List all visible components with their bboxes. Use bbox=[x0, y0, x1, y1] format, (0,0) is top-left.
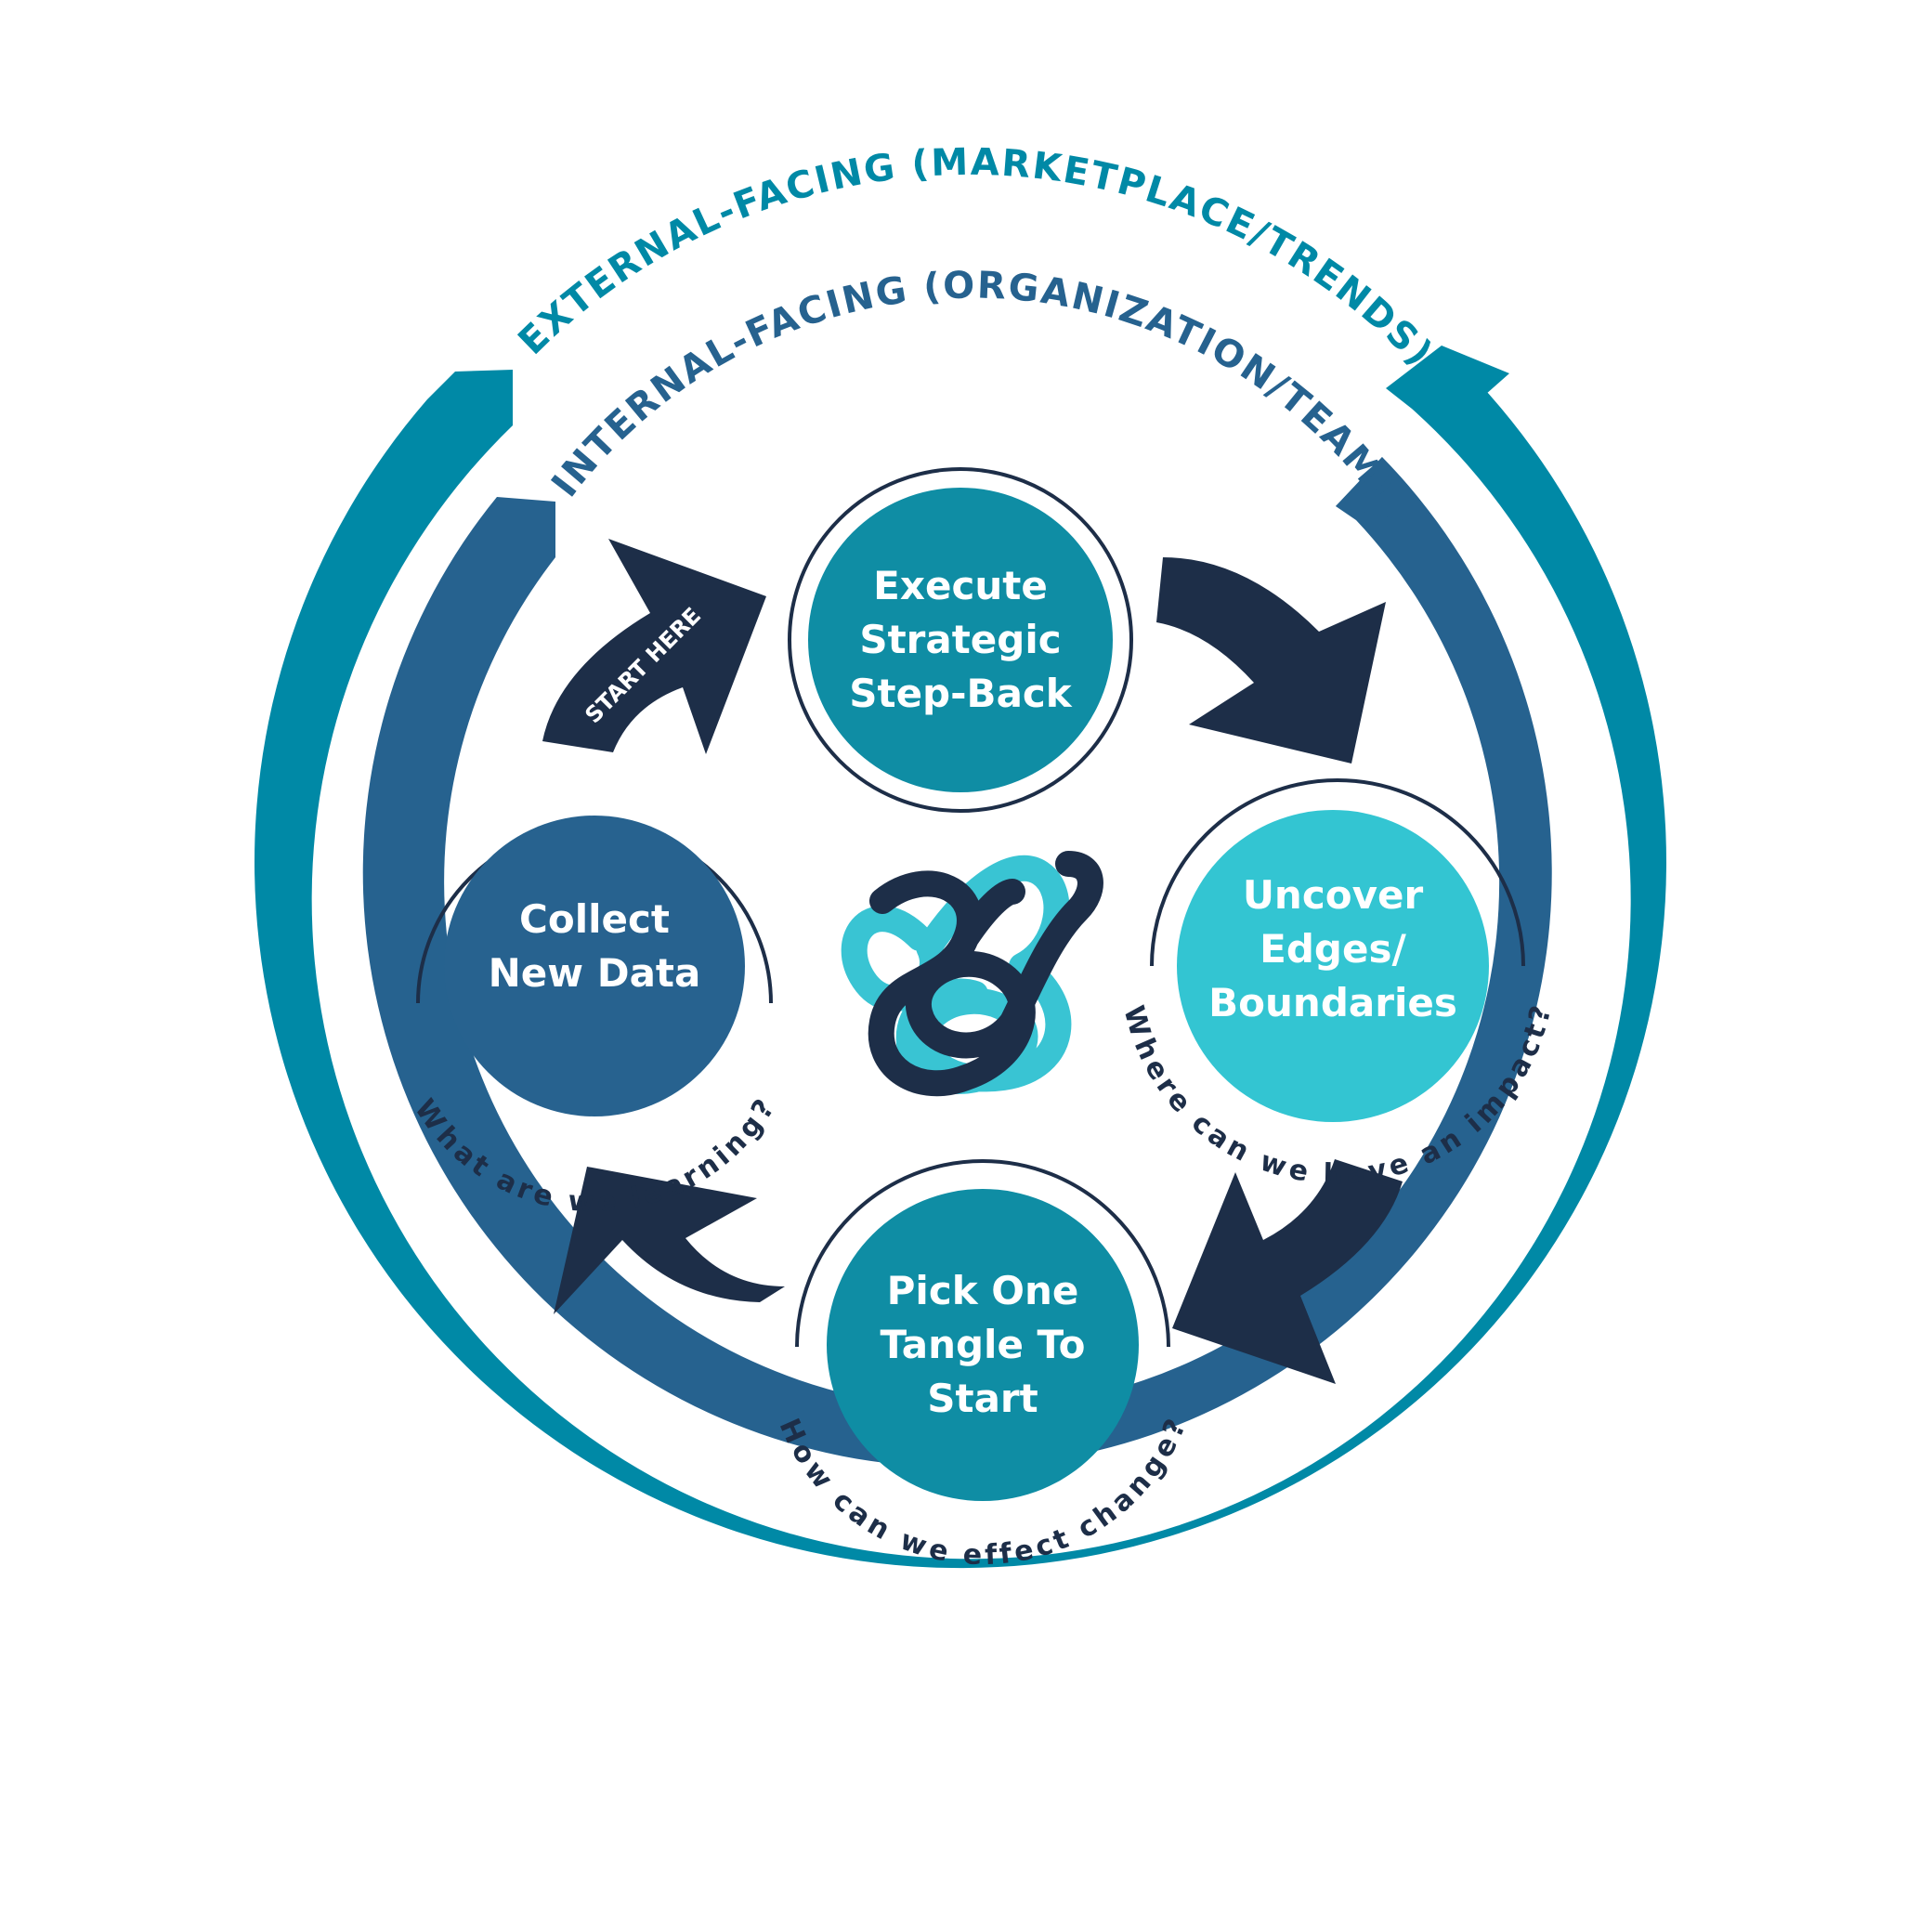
node-execute-circle bbox=[808, 488, 1113, 792]
internal-ring-label: INTERNAL-FACING (ORGANIZATION/TEAM) bbox=[543, 264, 1403, 508]
node-execute-line-3: Step-Back bbox=[849, 671, 1073, 716]
node-collect-circle bbox=[444, 816, 745, 1116]
node-pick-line-3: Start bbox=[927, 1376, 1038, 1421]
node-pick-arc bbox=[795, 1159, 1170, 1348]
external-ring-arrowhead bbox=[1442, 346, 1509, 423]
node-pick-line-1: Pick One bbox=[887, 1268, 1079, 1313]
node-collect-line-2: New Data bbox=[489, 950, 701, 996]
node-execute-line-2: Strategic bbox=[859, 617, 1061, 662]
tangle-dark-strand bbox=[868, 851, 1103, 1097]
node-pick[interactable]: Pick One Tangle To Start How can we effe… bbox=[773, 1159, 1194, 1572]
node-execute-line-1: Execute bbox=[873, 563, 1048, 608]
arrow-execute-to-uncover bbox=[1156, 557, 1386, 764]
node-uncover-line-1: Uncover bbox=[1243, 872, 1424, 918]
internal-ring-band bbox=[362, 457, 1552, 1468]
arrow-uncover-to-pick bbox=[1172, 1159, 1403, 1384]
node-uncover-line-2: Edges/ bbox=[1260, 926, 1406, 972]
node-collect[interactable]: Collect New Data What are we learning? bbox=[408, 816, 782, 1219]
node-uncover-arc bbox=[1150, 778, 1525, 967]
arrow-pick-to-collect bbox=[554, 1167, 785, 1314]
node-execute[interactable]: Execute Strategic Step-Back bbox=[788, 467, 1133, 813]
node-uncover-circle bbox=[1177, 810, 1489, 1122]
node-collect-line-1: Collect bbox=[519, 896, 670, 942]
node-execute-outline bbox=[788, 467, 1133, 813]
node-pick-line-2: Tangle To bbox=[881, 1322, 1086, 1367]
node-pick-circle bbox=[827, 1189, 1139, 1501]
external-ring-band bbox=[254, 346, 1666, 1569]
node-uncover-line-3: Boundaries bbox=[1208, 980, 1457, 1025]
tangle-icon bbox=[841, 851, 1103, 1097]
arrow-start bbox=[542, 539, 766, 754]
internal-ring-arrowhead bbox=[1336, 457, 1403, 520]
external-ring-label: EXTERNAL-FACING (MARKETPLACE/TRENDS) bbox=[511, 141, 1442, 375]
